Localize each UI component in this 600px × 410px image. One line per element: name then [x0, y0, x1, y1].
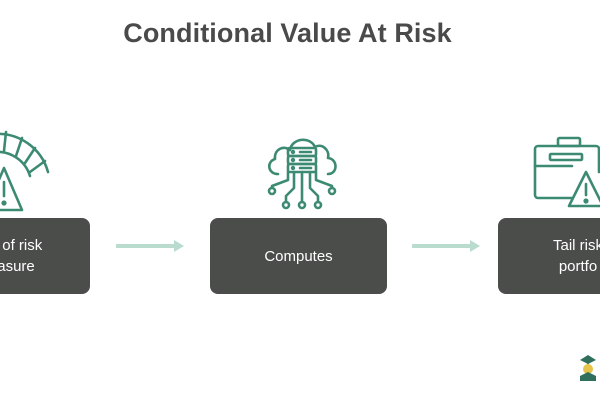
- brand-logo-icon: [580, 355, 596, 381]
- step-label-line1: Tail risk: [552, 237, 600, 254]
- step-box-tail-risk: Tail risk portfo: [498, 218, 600, 294]
- briefcase-warning-icon: [533, 136, 600, 208]
- page-title: Conditional Value At Risk: [123, 18, 452, 48]
- step-label-line1: Computes: [264, 247, 333, 265]
- step-box-risk-measure: e of risk asure: [0, 218, 90, 294]
- arrow-right-icon: [116, 240, 184, 252]
- step-label-line2: asure: [0, 258, 35, 275]
- cloud-server-network-icon: [267, 138, 337, 210]
- gauge-warning-icon: [0, 130, 50, 212]
- arrow-right-icon: [412, 240, 480, 252]
- step-label-line2: portfo: [558, 258, 598, 275]
- step-box-computes: Computes: [210, 218, 387, 294]
- step-label-line1: e of risk: [0, 237, 43, 254]
